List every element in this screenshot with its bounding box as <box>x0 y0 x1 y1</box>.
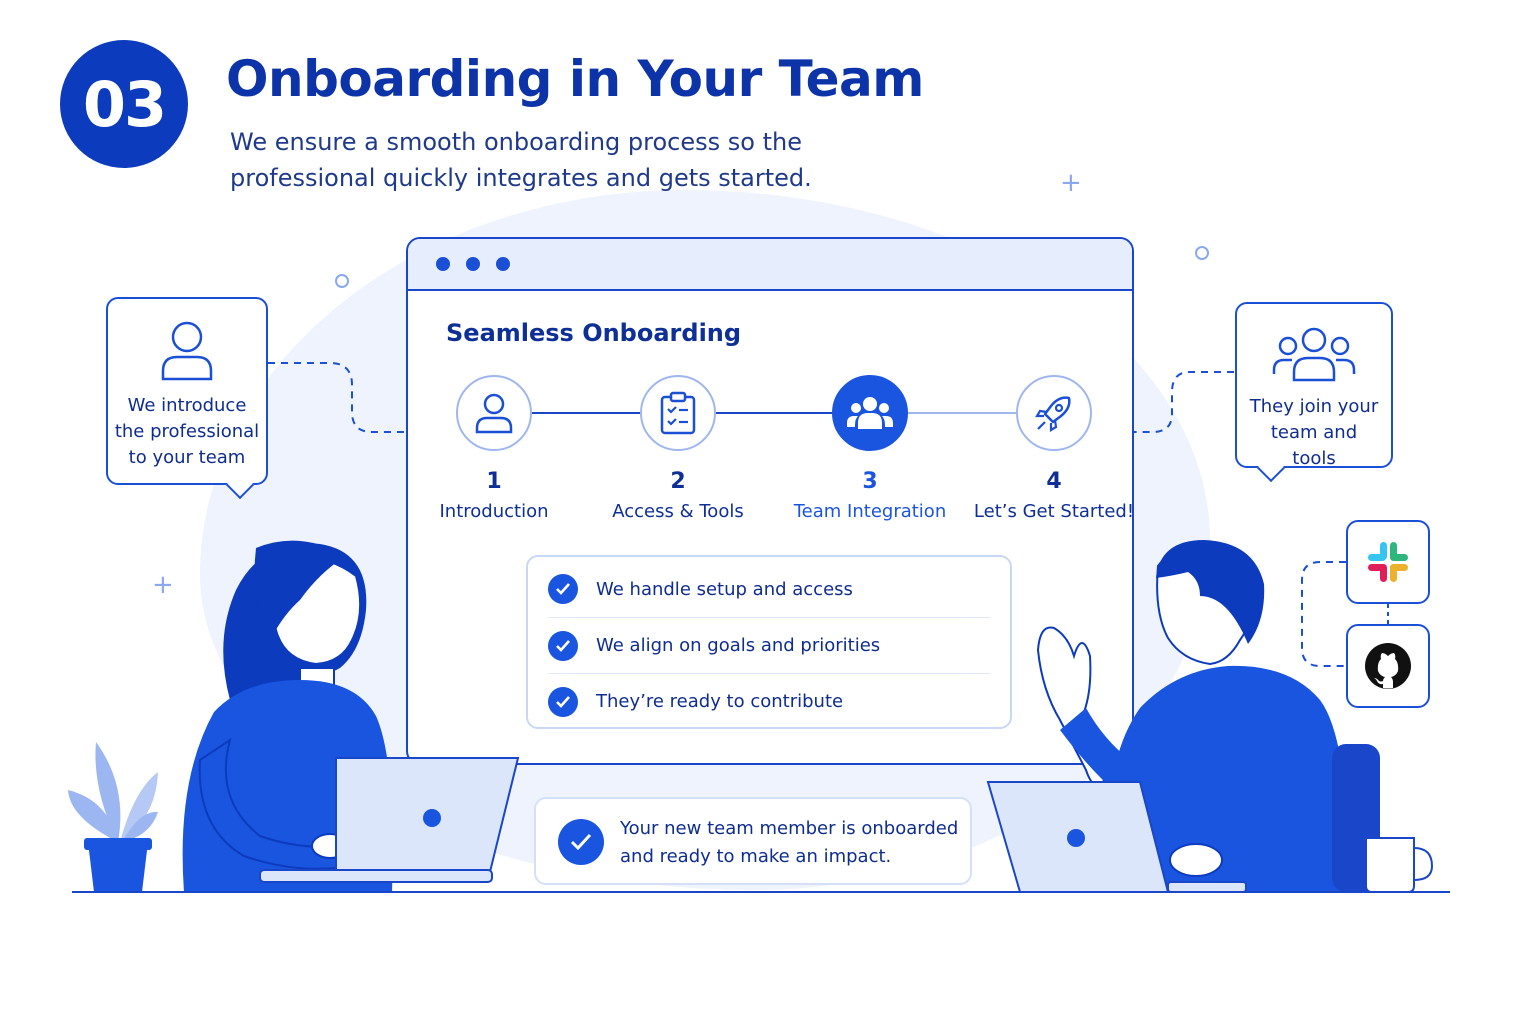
checklist-item: They’re ready to contribute <box>548 673 990 729</box>
checklist-text: We align on goals and priorities <box>596 635 881 656</box>
plant-illustration <box>68 742 158 892</box>
step-number: 1 <box>486 469 502 494</box>
page-title: Onboarding in Your Team <box>226 50 924 108</box>
checklist-text: They’re ready to contribute <box>596 691 844 712</box>
rocket-icon <box>1035 396 1071 432</box>
window-control-dot[interactable] <box>466 257 480 271</box>
group-icon <box>847 397 893 429</box>
slack-icon <box>1368 542 1408 582</box>
window-title-bar <box>408 239 1132 291</box>
step-4-circle[interactable] <box>1016 375 1092 451</box>
github-tile[interactable] <box>1346 624 1430 708</box>
step-label: Let’s Get Started! <box>973 501 1134 522</box>
step-number: 2 <box>670 469 686 494</box>
man-illustration <box>1036 540 1380 892</box>
step-2-circle[interactable] <box>640 375 716 451</box>
left-laptop <box>259 757 520 883</box>
onboarding-window: Seamless Onboarding <box>406 237 1134 765</box>
step-number-badge: 03 <box>60 40 188 168</box>
bubble-text: They join your team and tools <box>1249 396 1379 469</box>
step-connector <box>908 412 1018 414</box>
completion-card: Your new team member is onboarded and re… <box>534 797 972 885</box>
step-label: Team Integration <box>793 501 947 522</box>
checklist-card: We handle setup and access We align on g… <box>526 555 1012 729</box>
check-icon <box>548 574 578 604</box>
window-title: Seamless Onboarding <box>446 319 742 347</box>
step-number: 3 <box>862 469 878 494</box>
step-number: 03 <box>82 67 167 141</box>
check-icon <box>548 686 578 717</box>
window-control-dot[interactable] <box>436 257 450 271</box>
speech-bubble-introduce: We introduce the professional to your te… <box>106 297 268 500</box>
checklist-text: We handle setup and access <box>596 578 853 600</box>
step-label: Access & Tools <box>612 501 744 522</box>
check-icon <box>548 630 578 661</box>
mug-illustration <box>1365 837 1434 893</box>
checklist-item: We align on goals and priorities <box>548 617 990 673</box>
user-icon <box>161 321 213 381</box>
window-control-dot[interactable] <box>496 257 510 271</box>
plus-decoration: + <box>1060 168 1082 198</box>
group-icon <box>1272 327 1356 382</box>
step-1-circle[interactable] <box>456 375 532 451</box>
ring-decoration <box>1195 246 1209 260</box>
user-icon <box>475 393 513 434</box>
step-3-circle[interactable] <box>832 375 908 451</box>
github-icon <box>1365 643 1411 689</box>
page-subtitle: We ensure a smooth onboarding process so… <box>230 128 812 192</box>
speech-bubble-join: They join your team and tools <box>1235 302 1393 483</box>
clipboard-checklist-icon <box>660 391 696 435</box>
ring-decoration <box>335 274 349 288</box>
step-label: Introduction <box>439 501 549 522</box>
ground-line <box>72 891 1450 893</box>
checklist-item: We handle setup and access <box>548 561 990 617</box>
check-icon <box>558 819 604 865</box>
step-connector <box>532 412 642 414</box>
plus-decoration: + <box>152 570 174 600</box>
completion-text: Your new team member is onboarded and re… <box>620 818 959 867</box>
slack-tile[interactable] <box>1346 520 1430 604</box>
step-number: 4 <box>1046 469 1062 494</box>
right-laptop <box>986 781 1247 893</box>
bubble-text: We introduce the professional to your te… <box>114 395 260 468</box>
step-connector <box>716 412 834 414</box>
